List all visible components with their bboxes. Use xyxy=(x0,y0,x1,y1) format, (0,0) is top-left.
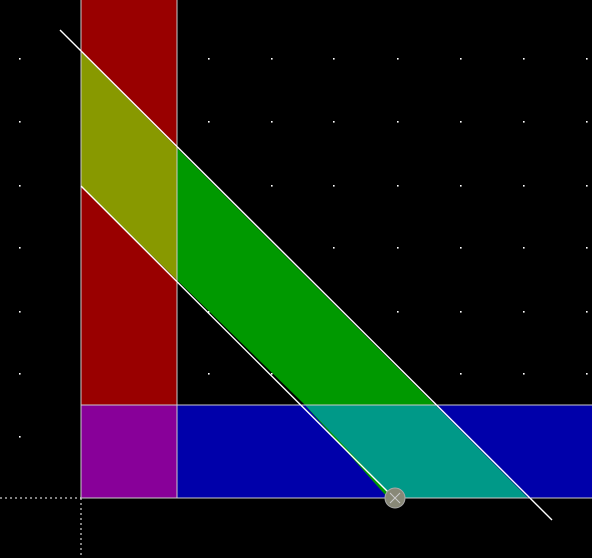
grid-dot xyxy=(397,247,399,249)
grid-dot xyxy=(19,311,21,313)
overlap-vertical-horizontal-region xyxy=(81,405,177,498)
shape-outlines xyxy=(80,0,592,499)
grid-dot xyxy=(19,373,21,375)
grid-dot xyxy=(208,311,210,313)
grid-dot xyxy=(586,185,588,187)
grid-dot xyxy=(460,58,462,60)
grid-dot xyxy=(586,247,588,249)
grid-dot xyxy=(333,58,335,60)
grid-dot xyxy=(586,311,588,313)
grid-dot xyxy=(19,58,21,60)
grid-dot xyxy=(333,185,335,187)
grid-dot xyxy=(523,373,525,375)
overlap-vertical-diagonal-region xyxy=(81,52,177,280)
upper-diagonal-guide[interactable] xyxy=(59,29,553,521)
grid-dot xyxy=(271,373,273,375)
grid-dot xyxy=(397,121,399,123)
grid-dot xyxy=(586,58,588,60)
grid-dot xyxy=(586,121,588,123)
grid-dot xyxy=(523,247,525,249)
snap-handle-mark-b xyxy=(389,492,401,504)
grid-dot xyxy=(19,247,21,249)
grid-dot xyxy=(460,311,462,313)
grid-dot xyxy=(19,121,21,123)
grid-dot xyxy=(271,58,273,60)
grid-dot xyxy=(208,373,210,375)
grid-dot xyxy=(460,185,462,187)
diagonal-guide-lines xyxy=(59,29,553,521)
grid-dot xyxy=(19,185,21,187)
grid-dot xyxy=(19,436,21,438)
grid-dot xyxy=(586,373,588,375)
grid-dot xyxy=(333,247,335,249)
grid-dot xyxy=(397,311,399,313)
grid-dot xyxy=(271,185,273,187)
grid-dot xyxy=(460,121,462,123)
grid-dot xyxy=(208,58,210,60)
diagonal-band-shape[interactable] xyxy=(81,52,528,498)
snap-handle-icon[interactable] xyxy=(384,487,406,509)
grid-dot xyxy=(208,121,210,123)
overlap-horizontal-diagonal-region xyxy=(305,405,528,498)
grid-dot xyxy=(333,121,335,123)
grid-dot xyxy=(271,121,273,123)
lower-diagonal-guide[interactable] xyxy=(80,185,395,499)
grid-dot xyxy=(460,373,462,375)
grid-dot xyxy=(397,185,399,187)
grid-dot xyxy=(460,247,462,249)
origin-crosshair xyxy=(0,497,82,558)
grid-dot xyxy=(523,185,525,187)
grid-dot xyxy=(397,58,399,60)
grid-dot xyxy=(523,58,525,60)
grid-dot xyxy=(523,121,525,123)
grid-dot xyxy=(523,311,525,313)
